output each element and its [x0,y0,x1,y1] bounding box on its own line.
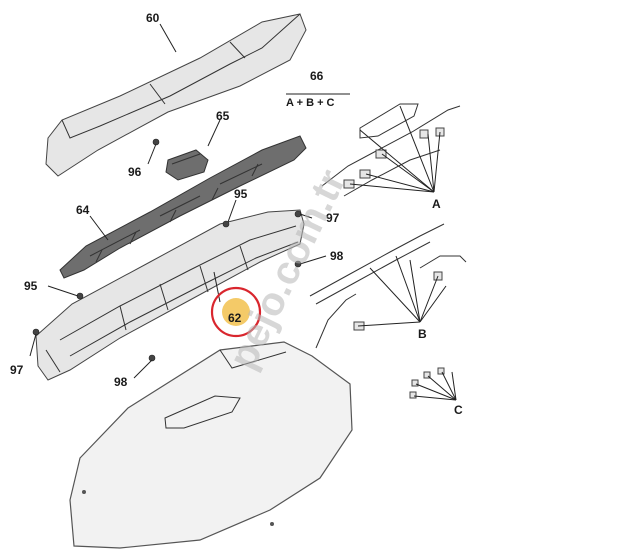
callout-97-right: 97 [326,211,340,225]
kit-c-parts [409,367,445,399]
callout-66: 66 [310,69,324,83]
kit-formula: A + B + C [286,97,335,109]
callout-98-left: 98 [114,375,128,389]
callout-leaders [29,23,350,379]
callout-98-right: 98 [330,249,344,263]
callout-62: 62 [228,311,242,325]
group-c-label: C [454,403,463,417]
callout-97-left: 97 [10,363,24,377]
part-65-switch [165,149,209,181]
kit-b-leaders [357,255,447,327]
highlight-62 [210,286,262,338]
highlight-ring [210,286,262,338]
part-62-tailgate-panel [35,209,305,381]
kit-a-leaders [349,105,441,193]
group-a-label: A [432,197,441,211]
highlight-fill [222,298,250,326]
callout-65: 65 [216,109,230,123]
part-60-spoiler [45,13,307,177]
kit-a-parts [321,103,461,197]
kit-formula-text: A + B + C [286,97,335,109]
group-letters: A B C [418,197,463,417]
group-b-label: B [418,327,427,341]
callout-95-left: 95 [24,279,38,293]
kit-c-leaders [413,371,457,401]
callout-95-upper: 95 [234,187,248,201]
kit-b-parts [309,223,467,349]
rear-window-glass [69,341,353,549]
callout-labels: 60 65 96 66 64 95 97 98 95 62 97 98 [10,11,344,389]
callout-96: 96 [128,165,142,179]
part-64-trim-strip [59,135,307,279]
fasteners [32,138,302,362]
callout-60: 60 [146,11,160,25]
callout-64: 64 [76,203,90,217]
